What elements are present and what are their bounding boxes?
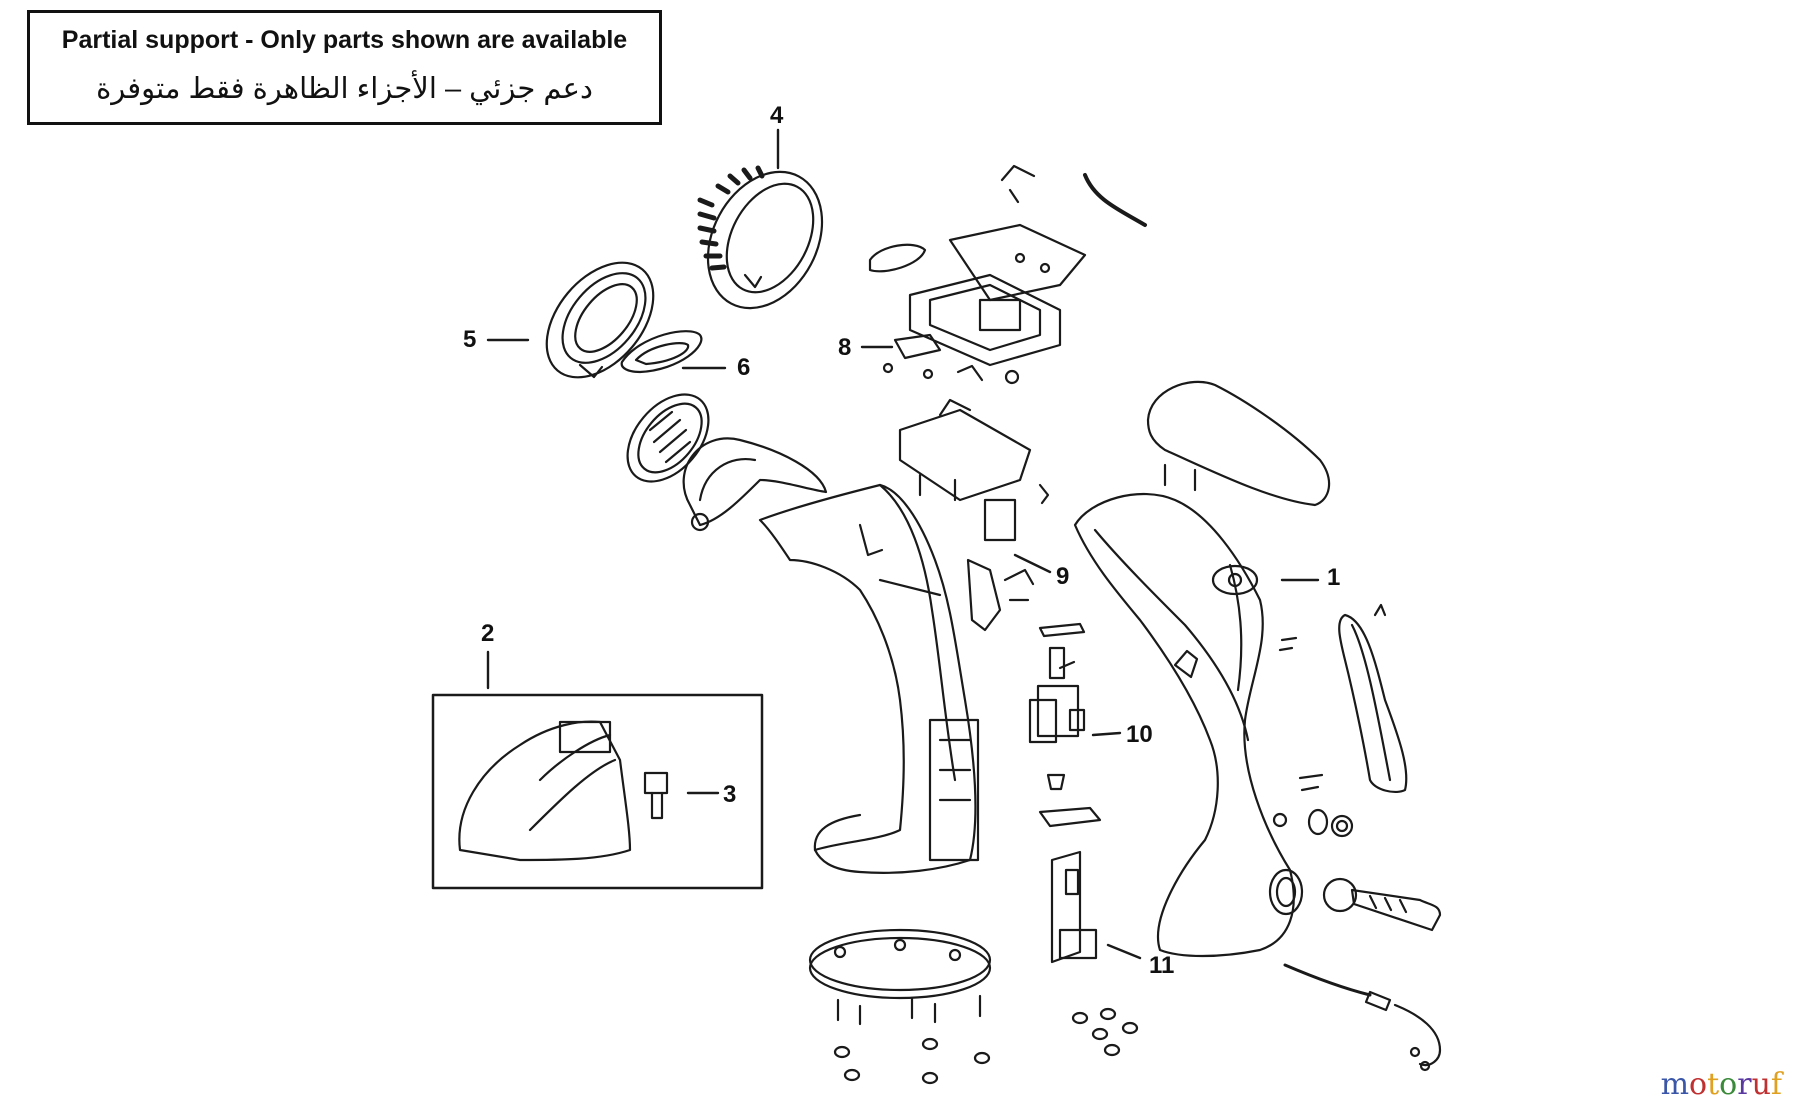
watermark-letter: o (1719, 1067, 1738, 1102)
screws-and-feet (833, 994, 991, 1085)
part-6-oval-pad (620, 330, 703, 374)
watermark-letter: u (1751, 1067, 1771, 1102)
watermark-letter: r (1737, 1067, 1752, 1102)
callout-1: 1 (1327, 564, 1341, 591)
callout-8: 8 (838, 334, 852, 361)
steam-nozzle-head (682, 437, 828, 532)
part-9-switch (966, 558, 1086, 638)
part-2-water-tank (458, 720, 632, 862)
left-housing-half (758, 483, 980, 874)
part-8-bracket (882, 333, 1020, 385)
boiler-assembly (868, 164, 1147, 367)
callout-2: 2 (481, 620, 495, 647)
leader-lines (486, 128, 1320, 960)
part-4-brush (697, 165, 824, 310)
part-11-pcb (1050, 850, 1098, 964)
watermark-logo: motoruf (1661, 1067, 1782, 1102)
base-plate (808, 928, 992, 1000)
connector-caps (1071, 1007, 1139, 1057)
callout-4: 4 (770, 102, 784, 129)
part-5-ring-attachment (545, 261, 655, 379)
right-screws (1278, 636, 1324, 792)
watermark-letter: t (1707, 1067, 1720, 1102)
power-cord (1283, 963, 1442, 1072)
callout-5: 5 (463, 326, 477, 353)
watermark-letter: f (1770, 1067, 1782, 1102)
handle-grip (1338, 603, 1408, 794)
part-3-clip (643, 771, 669, 820)
watermark-letter: o (1689, 1067, 1708, 1102)
watermark-letter: m (1660, 1067, 1690, 1102)
callout-3: 3 (723, 781, 737, 808)
mounting-bracket (898, 398, 1050, 542)
callout-6: 6 (737, 354, 751, 381)
notice-arabic-text: دعم جزئي – الأجزاء الظاهرة فقط متوفرة (96, 73, 593, 105)
partial-support-notice: Partial support - Only parts shown are a… (27, 10, 662, 125)
callout-10: 10 (1126, 721, 1153, 748)
top-cover (1146, 380, 1331, 507)
steam-grille (626, 393, 710, 483)
part-1-right-housing (1073, 492, 1304, 958)
notice-english-text: Partial support - Only parts shown are a… (61, 26, 628, 54)
knob-and-hose (1307, 808, 1442, 932)
part-2-box (431, 693, 764, 890)
callout-11: 11 (1149, 952, 1175, 979)
callout-9: 9 (1056, 563, 1070, 590)
part-10-pump (1028, 646, 1102, 828)
